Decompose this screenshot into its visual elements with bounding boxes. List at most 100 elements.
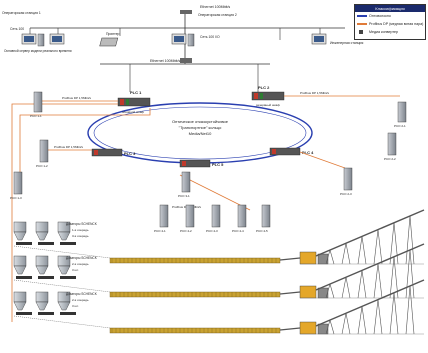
hopper[interactable] [13, 291, 27, 311]
dosing-belt [38, 276, 54, 279]
dosing-belt [60, 312, 76, 315]
pco-4-2-label: PCO 4-2 [180, 229, 192, 233]
legend-swatch-fiber [357, 15, 367, 17]
pco-4-3-label: PCO 4-3 [206, 229, 218, 233]
ethernet-switch-top [180, 10, 192, 14]
pco-cabinet-4-1[interactable] [159, 204, 169, 228]
gallery-support [405, 285, 411, 335]
pco-1-3-label: PCO 1-3 [10, 196, 22, 200]
pco-cabinet-1-2[interactable] [39, 139, 49, 163]
dispenser-label: Дозаторы SCHENCK [66, 256, 98, 260]
inclined-gallery [315, 243, 425, 291]
plc-3[interactable] [91, 148, 123, 157]
transfer-station[interactable] [299, 321, 329, 335]
legend-item-profibus: Profibus DP (медная витая пара) [355, 20, 425, 28]
ring-title-1: Оптическое отказоустойчивое [172, 119, 229, 124]
dispenser-line2: 3 шт. [72, 304, 79, 308]
gallery-support [405, 215, 411, 265]
pco-cabinet-1-3[interactable] [13, 171, 23, 195]
pco-4-4-label: PCO 4-4 [232, 229, 244, 233]
pco-cabinet-4-2[interactable] [185, 204, 195, 228]
hopper[interactable] [57, 291, 71, 311]
conveyor [109, 257, 281, 264]
hopper[interactable] [13, 221, 27, 241]
gallery-support [341, 313, 347, 335]
server-left-line1: Основной сервер модели реального времени [4, 49, 72, 53]
hopper[interactable] [57, 221, 71, 241]
ring-title-3: Media/Net10 [189, 131, 212, 136]
dispenser-label: Дозаторы SCHENCK [66, 222, 98, 226]
pco-3-1-label: PCO 3-1 [178, 194, 190, 198]
operator-workstation-right[interactable] [171, 33, 195, 47]
dispenser-line1: 1-я очередь [72, 228, 89, 232]
plc-2-sub: резервный шкаф [256, 103, 280, 107]
pco-cabinet-1-1[interactable] [33, 91, 43, 113]
dispenser-line1: 2-я очередь [72, 298, 89, 302]
plc-3-label: PLC 3 [124, 151, 136, 156]
profibus-lines [11, 95, 400, 322]
pco-bottom-row [159, 204, 271, 228]
gallery-support [325, 249, 331, 265]
ethernet-mid-label: Ethernet 100Mbit/s [150, 59, 180, 63]
plc-2[interactable] [251, 91, 285, 101]
pco-cabinet-4-3[interactable] [211, 204, 221, 228]
legend-title: Классификация [355, 5, 425, 12]
profibus-label-2: Profibus DP 1,5Mbit/s [300, 91, 329, 95]
pco-4-5-label: PCO 4-5 [256, 229, 268, 233]
gallery-support [373, 229, 379, 265]
pco-cabinet-2-1[interactable] [397, 101, 407, 123]
gallery-support [357, 306, 363, 335]
gallery-support [325, 283, 331, 299]
gallery-support [325, 319, 331, 335]
server-left-label: Основной сервер модели реального времени [4, 49, 72, 53]
legend-label-profibus: Profibus DP (медная витая пара) [369, 22, 424, 26]
profibus-label-1: Profibus DP 1,5Mbit/s [62, 96, 91, 100]
transfer-station[interactable] [299, 251, 329, 265]
plc-5-label: PLC 5 [212, 162, 224, 167]
legend-swatch-converter [359, 30, 363, 34]
plc-1[interactable] [117, 97, 151, 107]
operator-workstation-left[interactable] [21, 33, 65, 47]
pco-cabinet-2-2[interactable] [387, 132, 397, 156]
hopper[interactable] [35, 291, 49, 311]
hopper[interactable] [13, 255, 27, 275]
pco-2-3-label: PCO 2-3 [340, 192, 352, 196]
gallery-support [389, 292, 395, 335]
plc-5[interactable] [179, 159, 211, 168]
legend: Классификация Оптоволокно Profibus DP (м… [354, 4, 426, 40]
printer[interactable] [99, 37, 119, 47]
conveyor [109, 327, 281, 334]
pco-cabinet-3-1[interactable] [181, 171, 191, 193]
dispenser-label: Дозаторы SCHENCK [66, 292, 98, 296]
transfer-station[interactable] [299, 285, 329, 299]
dosing-belt [38, 242, 54, 245]
engineer-workstation[interactable] [311, 33, 327, 45]
gallery-support [405, 249, 411, 299]
plc-1-sub: основной шкаф [122, 110, 144, 114]
gallery-support [389, 256, 395, 299]
hopper[interactable] [35, 221, 49, 241]
dosing-belt [16, 276, 32, 279]
dosing-belt [60, 242, 76, 245]
plc-1-label: PLC 1 [130, 90, 142, 95]
gallery-support [341, 277, 347, 299]
pco-cabinet-2-3[interactable] [343, 167, 353, 191]
ring-title-2: "Транспортное" кольцо [179, 125, 222, 130]
pco-1-1-label: PCO 1-1 [30, 114, 42, 118]
ethernet-switch-mid [180, 58, 192, 63]
pco-cabinet-4-5[interactable] [261, 204, 271, 228]
engineer-label: Инженерная станция [330, 41, 363, 45]
pco-1-2-label: PCO 1-2 [36, 164, 48, 168]
gallery-support [357, 236, 363, 265]
dispenser-line1: 2-я очередь [72, 262, 89, 266]
dosing-belt [16, 242, 32, 245]
hopper[interactable] [35, 255, 49, 275]
ws-left-sub: Сеть 100 [10, 27, 24, 31]
legend-swatch-profibus [357, 23, 367, 25]
hopper[interactable] [57, 255, 71, 275]
pco-cabinet-4-4[interactable] [237, 204, 247, 228]
plc-4[interactable] [269, 147, 301, 156]
dosing-belt [16, 312, 32, 315]
legend-label-fiber: Оптоволокно [369, 14, 391, 18]
